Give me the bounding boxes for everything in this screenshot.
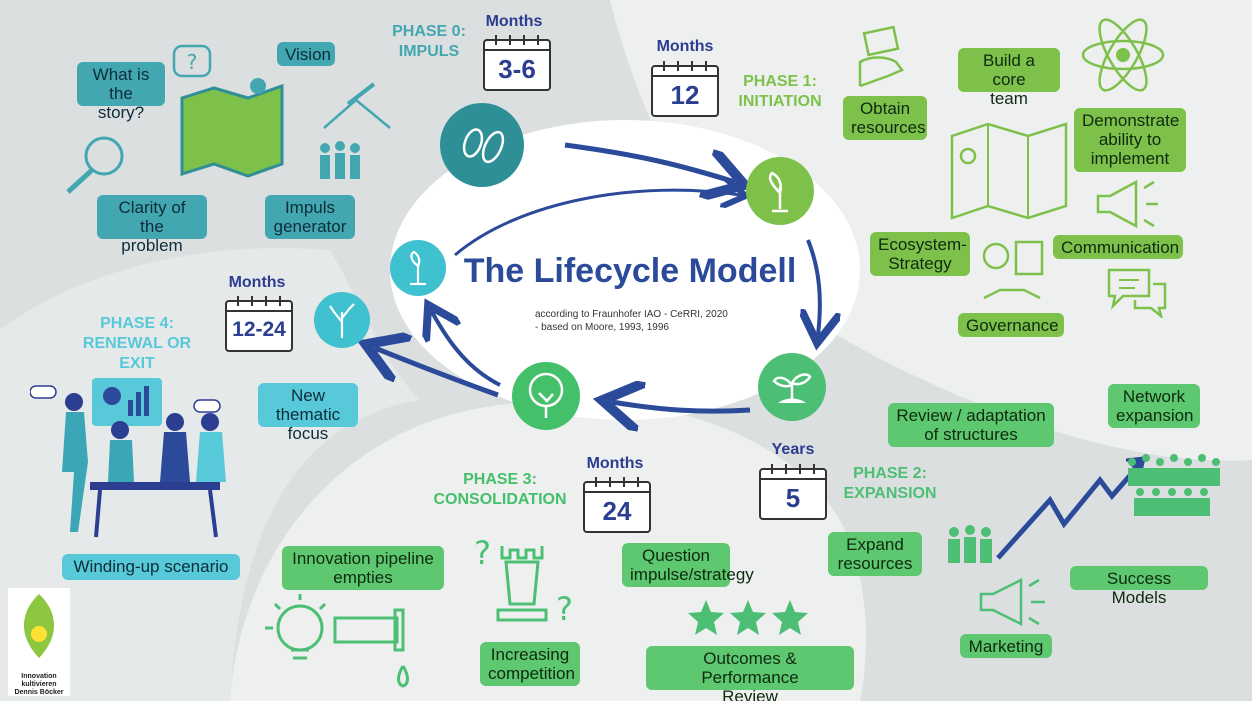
phase0-duration: 3-6 [498,54,536,84]
arrow-phase2-to-phase3 [612,402,751,411]
phase2-duration: 5 [785,483,801,513]
money-hand-icon [858,26,904,88]
scales-checklist-icon [982,240,1044,300]
phase1-ecosystem-box: Ecosystem- Strategy [870,232,970,276]
leaf-lightbulb-icon [23,594,55,658]
magnifier-icon [66,136,124,194]
telescope-person-icon [323,82,391,129]
phase3-duration: 24 [602,496,632,526]
phase3-calendar-icon [583,477,651,533]
phase1-governance-box: Governance [958,313,1064,337]
phase1-calendar-icon [651,61,719,117]
phase4-calendar-icon [225,296,293,352]
people-group-icon [320,141,360,179]
phase1-label: PHASE 1: INITIATION [738,73,822,110]
phase3-outcomes-box: Outcomes & Performance Review [646,646,854,701]
phase3-competition-box: Increasing competition [480,642,580,686]
team-meeting-illustration [30,378,226,538]
phase4-dead-tree-circle [314,292,370,348]
phase0-impuls-box: Impuls generator [265,195,355,239]
phase0-label: PHASE 0: IMPULS [392,23,466,60]
phase4-winding-box: Winding-up scenario [62,554,240,580]
phase2-review-box: Review / adaptation of structures [888,403,1054,447]
phase2-marketing-box: Marketing [960,634,1052,658]
phase2-calendar-icon [759,464,827,520]
phase4-thematic-box: New thematic focus [258,383,358,443]
phase2-seedling-circle [758,353,826,421]
sprout-icon [768,171,788,213]
phase1-resources-box: Obtain resources [843,96,927,140]
svg-text:?: ? [187,50,198,74]
phase4-duration: 12-24 [232,318,286,341]
seeds-icon [462,128,505,164]
phase1-core-team-box: Build a core team [958,48,1060,108]
growth-arrow-icon [948,454,1220,563]
three-stars-icon [688,600,808,635]
phase2-expand-resources-box: Expand resources [828,532,922,576]
diagram-title: The Lifecycle Modell [463,252,797,290]
phase0-vision-box: Vision [277,42,335,66]
phase1-sprout-circle [746,157,814,225]
arrow-phase0-to-phase1 [564,142,735,182]
phase0-seed-circle [440,103,524,187]
bare-tree-icon [329,303,355,338]
phase2-label: PHASE 2: EXPANSION [843,465,937,502]
phase3-label: PHASE 3: CONSOLIDATION [433,471,567,508]
phase4-sprout-circle [390,240,446,296]
chess-rook-icon: ?? [474,534,573,628]
marketing-megaphone-icon [979,577,1045,627]
logo-text: Innovation kultivieren Dennis Böcker [14,673,64,696]
phase4-label: PHASE 4: RENEWAL OR EXIT [82,315,192,372]
question-bubble-icon: ? [172,44,212,78]
small-sprout-icon [410,250,426,286]
phase0-months: Months [485,13,543,30]
phase3-tree-circle [512,362,580,430]
phase1-months: Months [656,38,714,55]
phase1-duration: 12 [670,80,700,110]
treasure-map-icon [180,78,284,178]
arrow-phase3-to-phase4b [375,348,499,398]
svg-text:?: ? [556,590,573,628]
phase1-demonstrate-box: Demonstrate ability to implement [1074,108,1186,172]
arrow-phase3-to-phase4a [432,312,501,387]
map-pin-icon [950,122,1068,220]
phase0-clarity-box: Clarity of the problem [97,195,207,255]
phase2-network-box: Network expansion [1108,384,1200,428]
phase3-months: Months [586,455,644,472]
phase2-years: Years [771,441,815,458]
phase2-success-models-box: Success Models [1070,566,1208,607]
phase0-calendar-icon [483,35,551,91]
chat-bubbles-icon [1107,268,1167,318]
svg-text:?: ? [474,534,491,572]
phase0-story-box: What is the story? [77,62,165,122]
phase3-pipeline-box: Innovation pipeline empties [282,546,444,590]
megaphone-icon [1096,179,1158,229]
arrow-phase1-to-phase2 [808,239,820,335]
brand-logo: Innovation kultivieren Dennis Böcker [8,588,70,696]
arrow-phase4-to-phase1 [454,190,740,257]
seedling-icon [772,373,812,403]
lightbulb-pipe-icon [265,594,409,688]
diagram-source: according to Fraunhofer IAO - CeRRI, 202… [535,309,728,333]
phase3-question-box: Question impulse/strategy [622,543,754,587]
phase4-months: Months [228,274,286,291]
atom-icon [1081,18,1165,92]
phase1-communication-box: Communication [1053,235,1183,259]
tree-icon [528,372,564,418]
